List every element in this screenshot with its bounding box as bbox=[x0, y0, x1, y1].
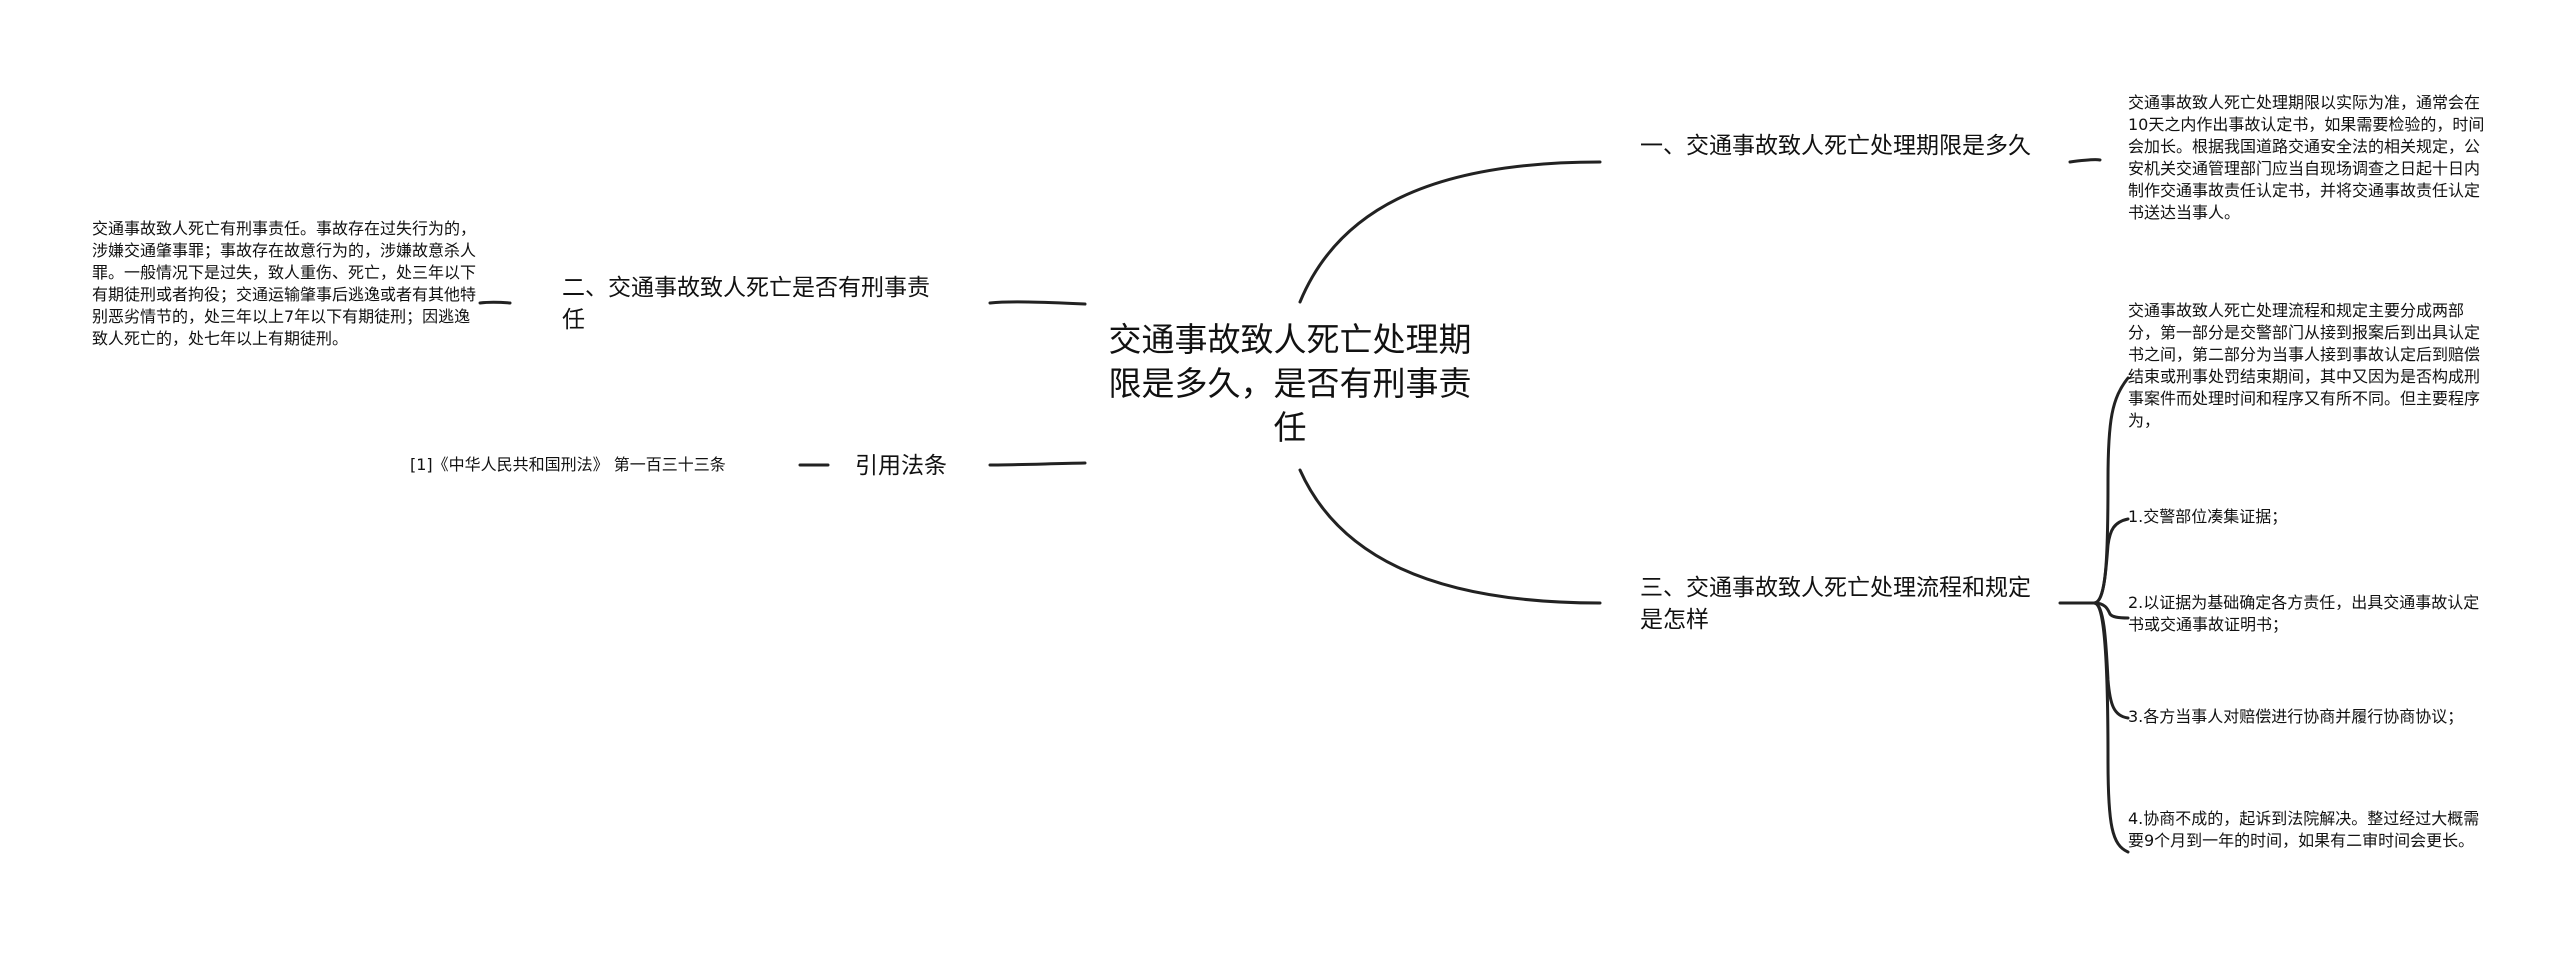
connector-root-to-b3 bbox=[1298, 468, 1602, 605]
root-topic[interactable]: 交通事故致人死亡处理期限是多久，是否有刑事责任 bbox=[1108, 320, 1472, 447]
branch-procedure-rules[interactable]: 三、交通事故致人死亡处理流程和规定是怎样 bbox=[1640, 575, 2031, 633]
procedure-item-overview[interactable]: 交通事故致人死亡处理流程和规定主要分成两部分，第一部分是交警部门从接到报案后到出… bbox=[2128, 301, 2481, 430]
branch-processing-deadline[interactable]: 一、交通事故致人死亡处理期限是多久 bbox=[1640, 133, 2031, 159]
connector-root-to-b2 bbox=[988, 300, 1087, 306]
connector-b3-to-item-3 bbox=[2092, 601, 2130, 720]
connector-root-to-b4 bbox=[988, 461, 1087, 467]
detail-cited-law[interactable]: [1]《中华人民共和国刑法》 第一百三十三条 bbox=[410, 455, 726, 474]
connector-root-to-b1 bbox=[1298, 160, 1602, 304]
connector-b1-to-detail bbox=[2068, 158, 2102, 164]
branch-criminal-liability[interactable]: 二、交通事故致人死亡是否有刑事责任 bbox=[562, 275, 930, 333]
connector-b3-to-item-4 bbox=[2092, 601, 2130, 854]
connector-b3-to-item-1 bbox=[2092, 517, 2130, 605]
procedure-item-3[interactable]: 3.各方当事人对赔偿进行协商并履行协商协议； bbox=[2128, 707, 2464, 726]
connector-b2-to-detail bbox=[478, 300, 512, 305]
procedure-item-1[interactable]: 1.交警部位凑集证据； bbox=[2128, 507, 2288, 526]
branch-cited-law[interactable]: 引用法条 bbox=[855, 453, 947, 479]
connector-b3-to-item-2 bbox=[2092, 601, 2130, 620]
procedure-item-list: 交通事故致人死亡处理流程和规定主要分成两部分，第一部分是交警部门从接到报案后到出… bbox=[2128, 0, 2488, 960]
procedure-item-4[interactable]: 4.协商不成的，起诉到法院解决。整过经过大概需要9个月到一年的时间，如果有二审时… bbox=[2128, 809, 2480, 850]
connector-b3-to-item-0 bbox=[2092, 376, 2130, 605]
procedure-item-2[interactable]: 2.以证据为基础确定各方责任，出具交通事故认定书或交通事故证明书； bbox=[2128, 593, 2480, 634]
detail-processing-deadline[interactable]: 交通事故致人死亡处理期限以实际为准，通常会在10天之内作出事故认定书，如果需要检… bbox=[2128, 93, 2485, 222]
detail-criminal-liability[interactable]: 交通事故致人死亡有刑事责任。事故存在过失行为的，涉嫌交通肇事罪；事故存在故意行为… bbox=[92, 219, 477, 348]
